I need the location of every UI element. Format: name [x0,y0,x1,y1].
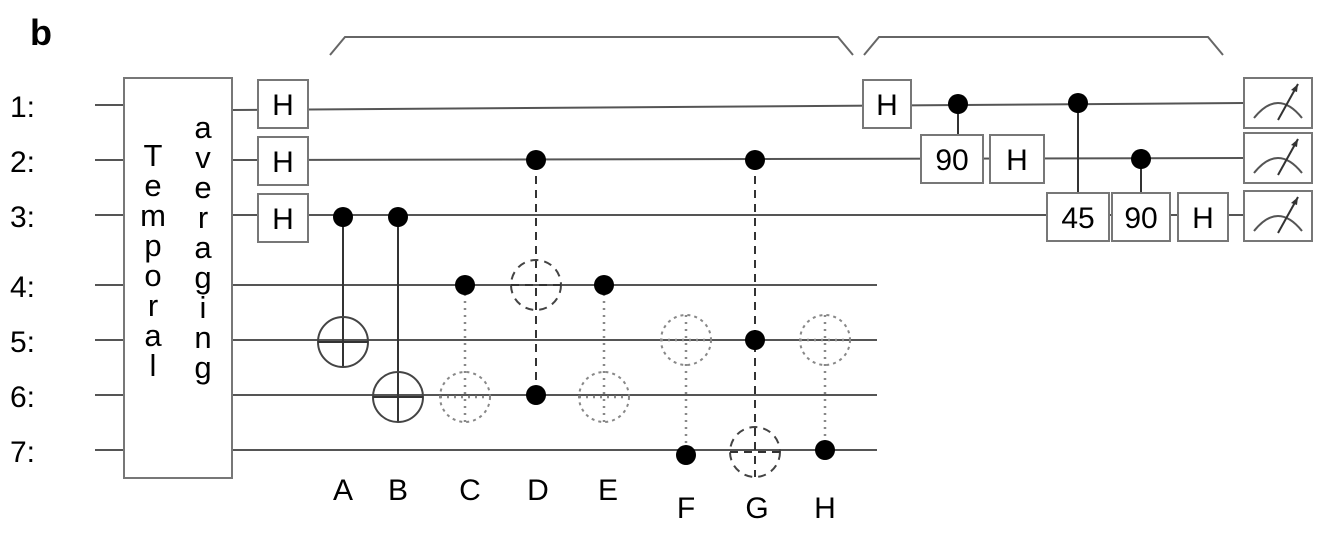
svg-text:H: H [272,89,294,122]
svg-text:a: a [194,230,212,265]
svg-text:H: H [272,146,294,179]
meter-icon [1243,190,1313,242]
gate-label-g: G [745,492,768,525]
svg-text:90: 90 [1124,202,1157,235]
hadamard-gate-q1: H [257,79,309,129]
brace-encoding [329,36,854,56]
cnot-gate-b [372,207,424,423]
qft-hadamard-q1: H [862,79,912,129]
temporal-averaging-box [123,77,233,479]
averaging-text: a v e r a g i n g [194,110,212,385]
hadamard-gate-q2: H [257,136,309,186]
svg-text:p: p [144,228,161,263]
qft-hadamard-q2: H [989,134,1045,184]
svg-text:a: a [144,318,162,353]
panel-label: b [30,12,52,53]
brace-qft [863,36,1224,56]
svg-text:m: m [140,198,166,233]
qubit-label-2: 2: [10,146,35,179]
svg-text:g: g [194,350,211,385]
qubit-label-4: 4: [10,271,35,304]
cnot-gate-e [578,275,630,423]
svg-text:T: T [144,138,163,173]
svg-text:i: i [200,290,207,325]
toffoli-gate-d [510,150,562,405]
input-wires [95,104,124,451]
svg-text:90: 90 [935,144,968,177]
svg-text:H: H [1192,202,1214,235]
cnot-gate-h [799,314,851,460]
qubit-label-3: 3: [10,201,35,234]
gate-label-d: D [527,474,549,507]
qubit-labels: 1: 2: 3: 4: 5: 6: 7: [10,91,35,469]
controlled-phase-90-a: 90 [920,94,984,184]
svg-text:45: 45 [1061,202,1094,235]
svg-text:o: o [144,258,161,293]
temporal-text: T e m p o r a l [140,138,166,383]
qubit-label-6: 6: [10,381,35,414]
gate-label-h: H [814,492,836,525]
cnot-gate-c [439,275,491,423]
svg-text:H: H [876,89,898,122]
svg-text:g: g [194,260,211,295]
svg-text:r: r [198,200,208,235]
cnot-gate-f [660,314,712,465]
svg-text:n: n [194,320,211,355]
svg-text:e: e [194,170,211,205]
gate-label-f: F [677,492,695,525]
svg-text:a: a [194,110,212,145]
qubit-label-7: 7: [10,436,35,469]
wire-2 [231,157,1245,161]
hadamard-gate-q3: H [257,193,309,243]
meter-icon [1243,132,1313,184]
wire-1 [231,102,1245,111]
svg-text:e: e [144,168,161,203]
svg-text:l: l [150,348,157,383]
encoding-gate-labels: A B C D E F G H [333,474,836,525]
svg-text:H: H [1006,144,1028,177]
meter-icon [1243,77,1313,129]
gate-label-a: A [333,474,353,507]
controlled-phase-90-b: 90 [1111,149,1171,242]
gate-label-e: E [598,474,618,507]
cnot-gate-a [317,207,369,368]
gate-label-c: C [459,474,481,507]
svg-text:r: r [148,288,158,323]
svg-text:H: H [272,203,294,236]
toffoli-gate-g [729,150,781,478]
qft-hadamard-q3: H [1177,192,1229,242]
controlled-phase-45: 45 [1046,93,1110,242]
svg-text:v: v [195,140,211,175]
qubit-label-5: 5: [10,326,35,359]
qubit-label-1: 1: [10,91,35,124]
gate-label-b: B [388,474,408,507]
